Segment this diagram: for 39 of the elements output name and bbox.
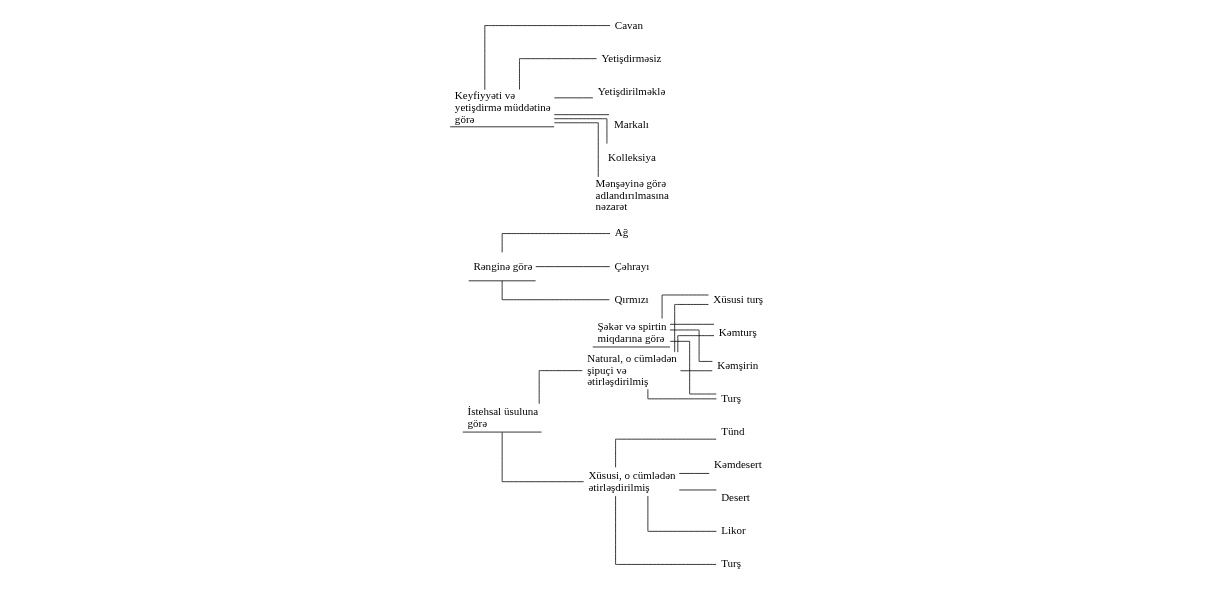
node-text: Kəmturş (718, 325, 757, 338)
node-text: Kəmdesert (713, 458, 762, 471)
node-text: Tünd (720, 424, 744, 437)
connector (614, 438, 717, 468)
node-text: Kəmşirin (716, 358, 758, 371)
node-text: Markalı (613, 117, 649, 130)
connector (678, 473, 710, 474)
connector (669, 340, 717, 395)
connector (483, 25, 610, 91)
connector (669, 323, 714, 325)
connector (679, 370, 713, 372)
connector (673, 304, 709, 353)
node-text: Kolleksiya (607, 150, 656, 163)
node-text: Ağ (614, 226, 628, 239)
connector (614, 495, 717, 565)
connector (676, 335, 714, 353)
node-text: Turş (720, 391, 741, 404)
connector (647, 495, 717, 532)
node-text: Rənginə görə (472, 259, 532, 272)
node-text: Cavan (614, 18, 643, 31)
node-text: Likor (720, 524, 746, 537)
connector (669, 329, 713, 362)
node-text: İstehsal üsuluna görə (466, 404, 538, 429)
connector (501, 233, 610, 253)
node-text: Turş (720, 557, 741, 570)
node-text: Desert (720, 491, 750, 504)
node-text: Qırmızı (613, 292, 649, 305)
node-text: Yetişdirilməklə (597, 84, 665, 97)
node-text: Şəkər və spirtin miqdarına görə (596, 319, 667, 344)
connector (534, 266, 610, 268)
node-text: Çəhrayı (613, 259, 649, 272)
node-text: Yetişdirməsiz (600, 51, 661, 64)
node-text: Xüsusi turş (712, 292, 763, 305)
node-text: Natural, o cümlədən şipuçi və ətirləşdirilmiş (586, 351, 677, 388)
node-text: Keyfiyyəti və yetişdirmə müddətinə görə (454, 89, 551, 126)
connector (518, 58, 597, 90)
node-text: Mənşəyinə görə adlandırılmasına nəzarət (595, 176, 669, 213)
node-text: Xüsusi, o cümlədən ətirləşdirilmiş (587, 468, 676, 493)
connector (538, 370, 583, 405)
